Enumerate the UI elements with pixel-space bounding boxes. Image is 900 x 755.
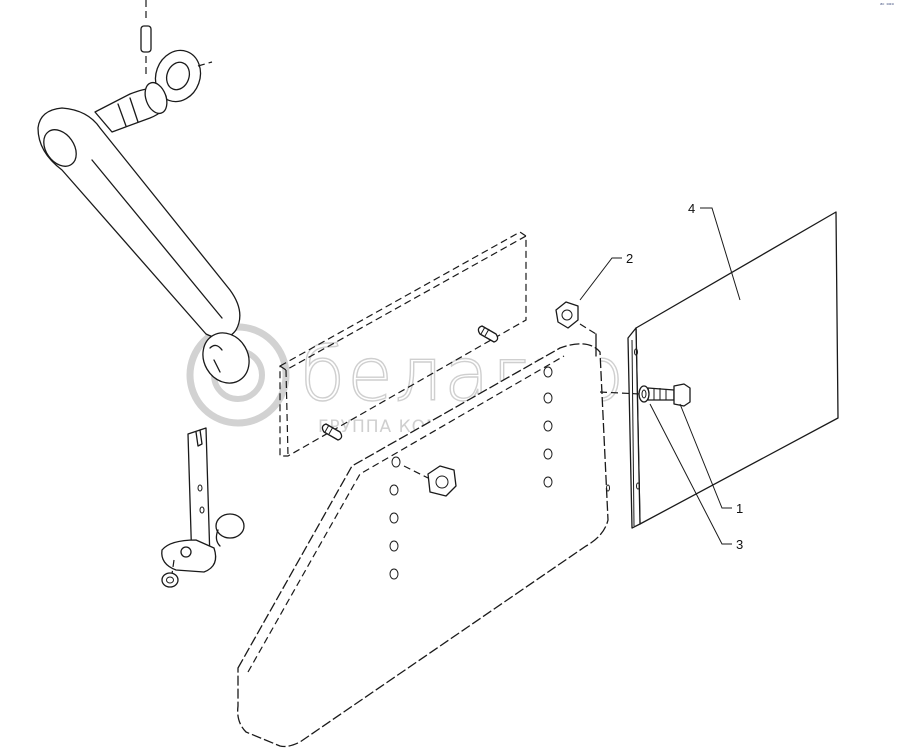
nut-part <box>555 301 597 357</box>
main-plate-part <box>237 343 610 748</box>
corner-mark: ᵃᶜ ᵒᵒᵒ <box>880 2 894 9</box>
stud-part <box>477 325 499 343</box>
callout-3-label: 3 <box>736 537 743 552</box>
lever-arm-part <box>37 81 250 384</box>
lock-washer-part <box>638 385 650 403</box>
mounting-plate-hidden <box>279 231 527 457</box>
washer-part <box>154 49 213 103</box>
callout-2-label: 2 <box>626 251 633 266</box>
bolt-part <box>599 383 691 407</box>
nut-part-center <box>403 465 457 497</box>
callout-leaders <box>579 207 741 545</box>
side-panel-part <box>627 211 839 529</box>
plate-holes <box>389 366 610 580</box>
pin-part <box>140 0 152 78</box>
stud-part-lower <box>321 423 343 441</box>
bracket-rod-part <box>161 427 245 588</box>
callout-4-label: 4 <box>688 201 695 216</box>
callout-1-label: 1 <box>736 501 743 516</box>
